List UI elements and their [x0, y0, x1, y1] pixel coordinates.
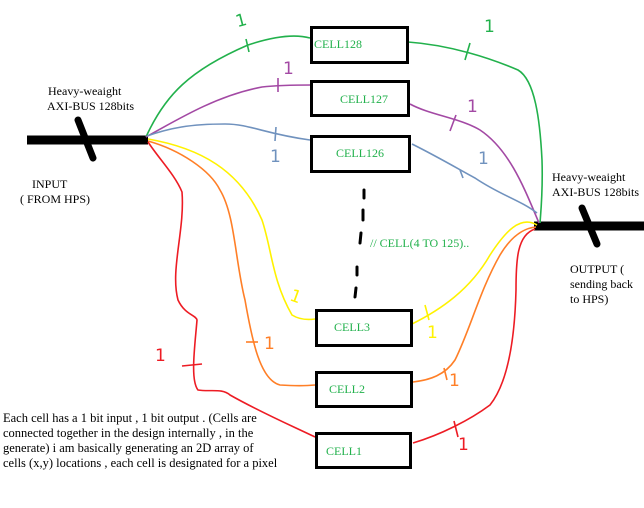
wire-in-cell3: [147, 138, 316, 321]
wire-in-cell128: [145, 35, 311, 138]
output-label-line3: to HPS): [570, 292, 609, 306]
note-line: cells (x,y) locations , each cell is des…: [3, 456, 278, 470]
cell-box-1: CELL1: [315, 432, 412, 469]
wire-in-cell2: [147, 140, 316, 387]
bit-label-out-cell3: 1: [427, 323, 438, 343]
bit-label-out-cell2: 1: [449, 371, 460, 391]
output-bus-title-line1: Heavy-weaight: [552, 170, 626, 184]
input-bus-title-line2: AXI-BUS 128bits: [47, 99, 135, 113]
ellipsis-label: // CELL(4 TO 125)..: [370, 236, 470, 250]
cell-box-2: CELL2: [315, 371, 413, 408]
bit-label-in-cell126: 1: [270, 147, 281, 167]
bit-label-out-cell127: 1: [467, 97, 478, 117]
cell-label: CELL128: [314, 37, 362, 51]
cell-box-127: CELL127: [310, 80, 410, 117]
tick-out-cell127: [449, 114, 457, 132]
input-bus-slash: [74, 116, 97, 162]
input-bus-title-line1: Heavy-weaight: [48, 84, 122, 98]
cell-label: CELL3: [334, 320, 370, 334]
tick-out-cell1: [453, 420, 459, 438]
bit-label-in-cell2: 1: [264, 334, 275, 354]
description-note: Each cell has a 1 bit input , 1 bit outp…: [3, 411, 303, 471]
output-bus-slash: [578, 204, 601, 248]
wire-in-cell1: [147, 141, 316, 438]
wire-out-cell128: [407, 41, 544, 224]
input-label-line2: ( FROM HPS): [20, 192, 91, 206]
wire-out-cell2: [412, 226, 537, 383]
cell-label: CELL126: [336, 146, 384, 160]
ellipsis-dash: [358, 231, 363, 245]
note-line: generate) i am basically generating an 2…: [3, 441, 254, 455]
cell-label: CELL1: [326, 444, 362, 458]
wire-out-cell126: [411, 143, 538, 214]
cell-label: CELL127: [340, 92, 388, 106]
tick-out-cell3: [424, 304, 430, 321]
bit-label-out-cell1: 1: [458, 435, 469, 455]
bit-label-in-cell127: 1: [283, 59, 294, 79]
note-line: connected together in the design interna…: [3, 426, 254, 440]
wire-out-cell127: [409, 103, 540, 224]
output-label-line2: sending back: [570, 277, 633, 291]
bit-label-out-cell128: 1: [484, 17, 495, 37]
cell-box-126: CELL126: [310, 135, 411, 173]
note-line: Each cell has a 1 bit input , 1 bit outp…: [3, 411, 257, 425]
bit-label-in-cell1: 1: [155, 346, 166, 366]
output-label-line1: OUTPUT (: [570, 262, 625, 276]
tick-out-cell2: [443, 367, 448, 381]
cell-label: CELL2: [329, 382, 365, 396]
ellipsis-dash: [353, 286, 358, 299]
cell-box-128: CELL128: [310, 26, 409, 64]
bit-label-out-cell126: 1: [478, 149, 489, 169]
output-bus-title-line2: AXI-BUS 128bits: [552, 185, 640, 199]
tick-in-cell126: [274, 126, 277, 142]
tick-in-cell1: [181, 363, 203, 367]
cell-box-3: CELL3: [315, 309, 413, 347]
tick-out-cell126: [459, 169, 464, 179]
wire-in-cell127: [145, 84, 313, 138]
tick-out-cell128: [464, 42, 471, 61]
tick-in-cell128: [245, 38, 250, 53]
wire-out-cell3: [411, 221, 538, 325]
input-label-line1: INPUT: [32, 177, 68, 191]
wire-in-cell126: [146, 123, 311, 141]
